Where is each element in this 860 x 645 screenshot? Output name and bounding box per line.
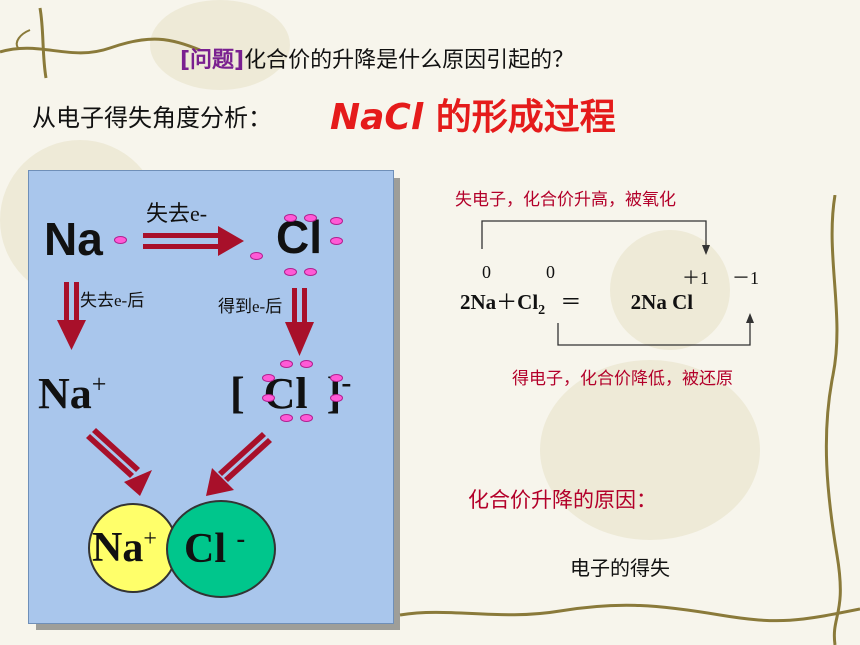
product-na-symbol: Na — [92, 525, 144, 571]
conclusion-answer: 电子的得失 — [570, 556, 670, 580]
equation: 2Na＋Cl2 ＝ 2Na Cl — [460, 286, 693, 319]
after-gain-label: 得到e-后 — [218, 297, 283, 316]
electron-transfer-lines — [481, 220, 754, 346]
reduction-label: 得电子，化合价降低，被还原 — [512, 369, 733, 389]
na-ion-symbol: Na — [38, 369, 92, 418]
electron-dot — [304, 268, 317, 276]
subtitle-prefix: 从电子得失角度分析： — [32, 104, 272, 132]
electron-dot — [284, 214, 297, 222]
cl-ion-circle — [166, 500, 276, 598]
electron-dot — [330, 237, 343, 245]
product-na: Na+ — [92, 524, 157, 572]
vine-border-right — [824, 195, 842, 645]
product-cl: Cl - — [184, 524, 245, 573]
oxidation-label: 失电子，化合价升高，被氧化 — [455, 190, 676, 210]
question-line: [问题]化合价的升降是什么原因引起的？ — [180, 42, 574, 74]
ox-state-na: 0 — [482, 262, 491, 282]
na-atom: Na — [44, 213, 103, 265]
electron-dot — [262, 374, 275, 382]
equation-rhs: 2Na Cl — [630, 290, 694, 314]
cl-ion-charge: - — [341, 366, 352, 399]
product-cl-symbol: Cl — [184, 526, 226, 572]
diagram-arrows — [57, 226, 314, 496]
equation-equals: ＝ — [560, 290, 582, 314]
cl-ion-left-bracket: [ — [230, 368, 245, 418]
electron-dot — [114, 236, 127, 244]
vine-border-bottom — [399, 603, 860, 623]
diagonal-arrow-icon — [206, 432, 272, 496]
background-flower — [610, 230, 730, 350]
equation-lhs-na: 2Na — [460, 290, 497, 314]
equation-lhs-cl-sub: 2 — [538, 303, 546, 319]
after-lose-label: 失去e-后 — [80, 291, 145, 310]
ox-state-cl: 0 — [546, 262, 555, 282]
product-na-charge: + — [143, 526, 157, 552]
na-ion: Na+ — [38, 368, 106, 419]
na-ion-charge: + — [91, 369, 107, 399]
lose-electron-label: 失去e- — [146, 201, 208, 226]
ox-state-na-product: ＋1 — [682, 268, 709, 288]
diagonal-arrow-icon — [86, 428, 152, 496]
electron-dot — [284, 268, 297, 276]
electron-dot — [262, 394, 275, 402]
electron-dot — [280, 414, 293, 422]
double-arrow-icon — [143, 226, 244, 256]
question-bracket: [问题] — [180, 48, 245, 73]
electron-dot — [250, 252, 263, 260]
subtitle-suffix: 的形成过程 — [423, 97, 616, 138]
subtitle-emphasis: NaCl 的形成过程 — [330, 88, 616, 140]
subtitle-formula: NaCl — [330, 97, 424, 138]
vine-border-top — [0, 7, 201, 79]
product-cl-charge: - — [236, 524, 246, 553]
electron-dot — [280, 360, 293, 368]
electron-dot — [330, 394, 343, 402]
electron-dot — [300, 414, 313, 422]
electron-dot — [330, 217, 343, 225]
down-arrow-icon — [285, 288, 314, 356]
background-flower — [540, 360, 760, 540]
equation-plus: ＋ — [496, 290, 518, 314]
down-arrow-icon — [57, 282, 86, 350]
question-text: 化合价的升降是什么原因引起的？ — [244, 48, 575, 73]
conclusion-title: 化合价升降的原因： — [468, 488, 657, 512]
electron-dot — [304, 214, 317, 222]
background-flower — [150, 0, 290, 90]
electron-dot — [300, 360, 313, 368]
ox-state-cl-product: －1 — [732, 268, 759, 288]
equation-lhs-cl: Cl — [517, 290, 539, 314]
electron-dot — [330, 374, 343, 382]
